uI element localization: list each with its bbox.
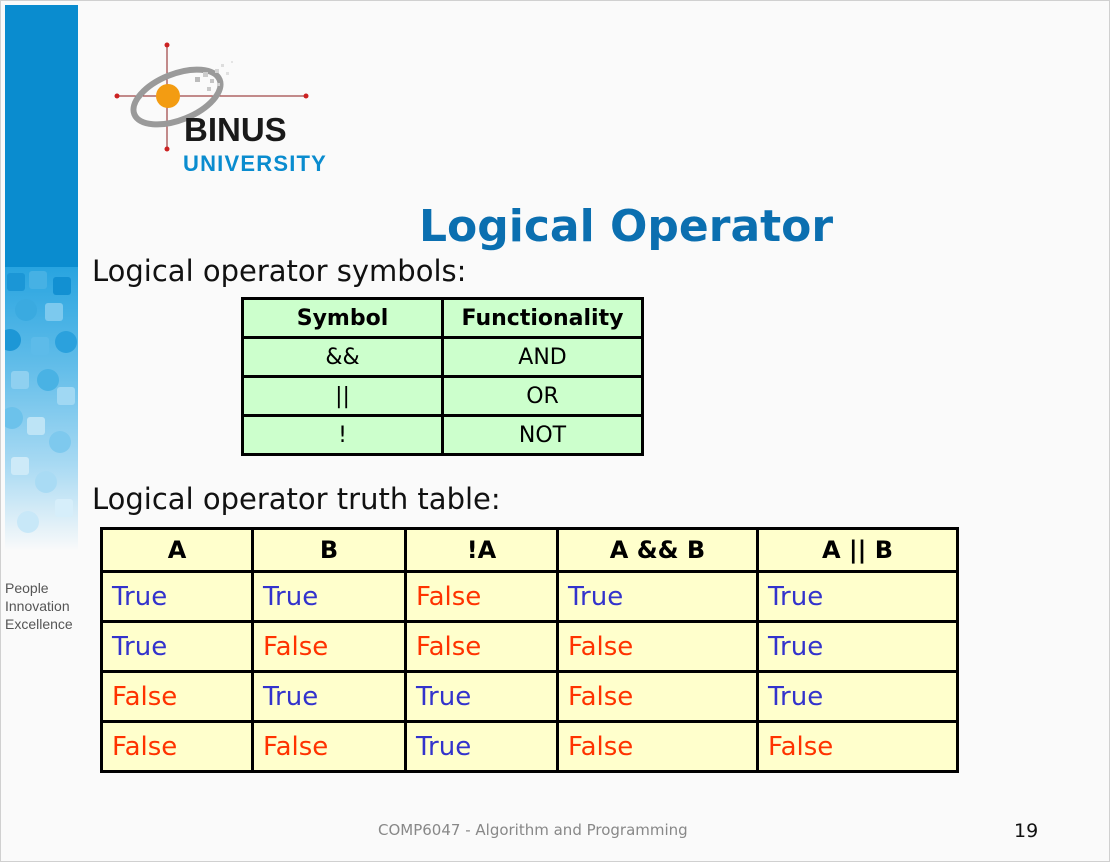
table-header-cell: A: [100, 527, 254, 573]
table-cell: True: [404, 720, 559, 773]
brand-mosaic: [5, 267, 78, 551]
table-cell: True: [556, 570, 759, 623]
table-cell: OR: [441, 375, 644, 417]
tagline-line: Excellence: [5, 616, 73, 632]
page-number: 19: [1014, 820, 1039, 842]
logo-subtitle: UNIVERSITY: [183, 151, 328, 176]
table-row: True True False True True: [100, 570, 959, 623]
table-header-cell: A && B: [556, 527, 759, 573]
table-cell: False: [404, 570, 559, 623]
brand-stripe: [5, 5, 78, 267]
symbols-table: Symbol Functionality && AND || OR ! NOT: [241, 297, 644, 456]
table-cell: False: [556, 620, 759, 673]
table-cell: False: [100, 720, 254, 773]
symbols-heading: Logical operator symbols:: [92, 254, 467, 288]
table-row: || OR: [241, 375, 644, 417]
table-cell: AND: [441, 336, 644, 378]
table-cell: True: [404, 670, 559, 723]
table-row: ! NOT: [241, 414, 644, 456]
table-row: && AND: [241, 336, 644, 378]
table-cell: False: [251, 720, 407, 773]
tagline-line: Innovation: [5, 598, 70, 614]
table-header-cell: !A: [404, 527, 559, 573]
table-cell: True: [756, 570, 959, 623]
table-cell: False: [756, 720, 959, 773]
table-cell: True: [251, 570, 407, 623]
logo-wordmark: BINUS: [184, 111, 287, 148]
table-cell: False: [251, 620, 407, 673]
table-header-cell: Symbol: [241, 297, 444, 339]
table-header-cell: Functionality: [441, 297, 644, 339]
tagline-line: People: [5, 580, 49, 596]
table-cell: True: [251, 670, 407, 723]
table-cell: False: [556, 670, 759, 723]
table-row: False True True False True: [100, 670, 959, 723]
table-header-row: Symbol Functionality: [241, 297, 644, 339]
table-cell: False: [100, 670, 254, 723]
footer-course: COMP6047 - Algorithm and Programming: [378, 821, 688, 839]
table-header-cell: B: [251, 527, 407, 573]
tagline: People Innovation Excellence: [5, 579, 73, 633]
table-cell: NOT: [441, 414, 644, 456]
table-cell: !: [241, 414, 444, 456]
table-cell: ||: [241, 375, 444, 417]
table-row: False False True False False: [100, 720, 959, 773]
table-cell: False: [556, 720, 759, 773]
table-cell: True: [756, 670, 959, 723]
truth-table: A B !A A && B A || B True True False Tru…: [100, 527, 959, 773]
table-header-row: A B !A A && B A || B: [100, 527, 959, 573]
table-row: True False False False True: [100, 620, 959, 673]
table-cell: True: [756, 620, 959, 673]
table-cell: True: [100, 620, 254, 673]
binus-logo-icon: [114, 42, 309, 152]
table-cell: True: [100, 570, 254, 623]
table-cell: &&: [241, 336, 444, 378]
table-header-cell: A || B: [756, 527, 959, 573]
slide-title: Logical Operator: [419, 201, 834, 252]
truth-table-heading: Logical operator truth table:: [92, 482, 501, 516]
table-cell: False: [404, 620, 559, 673]
